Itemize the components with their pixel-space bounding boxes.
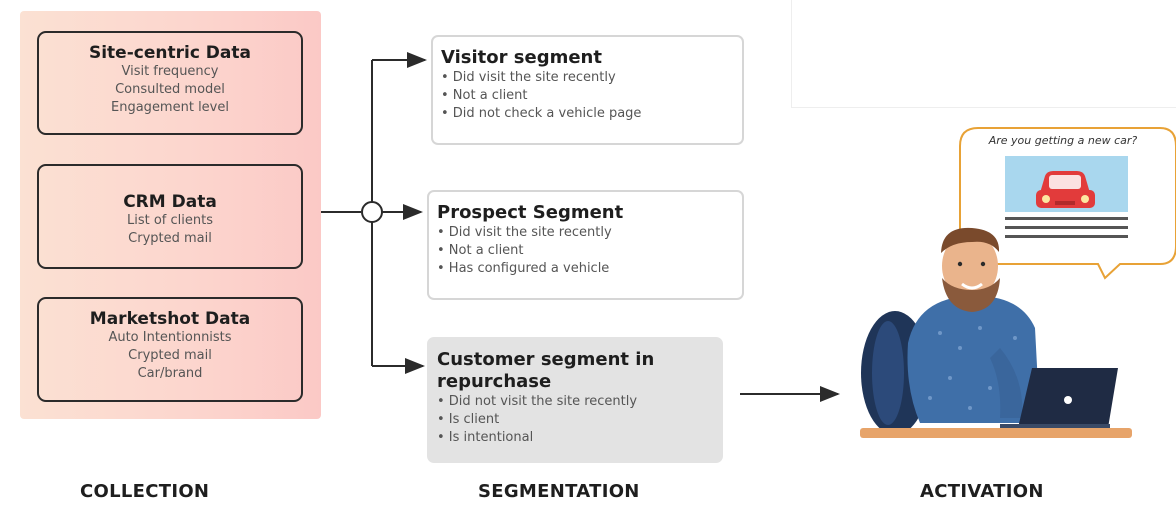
source-line: Auto Intentionnists — [108, 330, 232, 345]
segment-bullet: • Not a client — [437, 243, 524, 258]
segment-bullet: • Not a client — [441, 88, 528, 103]
laptop-icon — [1000, 368, 1118, 429]
segment-bullet: • Has configured a vehicle — [437, 261, 610, 276]
text-line — [1005, 217, 1128, 220]
source-line: Crypted mail — [128, 348, 212, 363]
segment-title: Prospect Segment — [437, 202, 624, 223]
customer-segment-box: Customer segment in repurchase • Did not… — [427, 337, 723, 463]
segment-bullet: • Did visit the site recently — [437, 225, 612, 240]
collection-heading: COLLECTION — [80, 481, 210, 502]
segment-bullet: • Did not check a vehicle page — [441, 106, 642, 121]
panel-divider — [791, 0, 792, 107]
source-line: Visit frequency — [121, 64, 219, 79]
beard — [942, 278, 1000, 312]
segment-title: repurchase — [437, 371, 552, 392]
collection-background — [20, 11, 321, 419]
source-title: Marketshot Data — [89, 309, 251, 329]
person-illustration — [860, 127, 1176, 438]
text-line — [1005, 226, 1128, 229]
hair — [941, 227, 1000, 253]
prospect-segment-box: Prospect Segment • Did visit the site re… — [427, 190, 744, 300]
activation-heading: ACTIVATION — [920, 481, 1044, 502]
segment-bullet: • Did not visit the site recently — [437, 394, 638, 409]
source-line: List of clients — [127, 213, 213, 228]
face — [942, 233, 998, 299]
panel-divider — [791, 107, 1176, 108]
source-title: CRM Data — [123, 192, 217, 212]
source-line: Crypted mail — [128, 231, 212, 246]
desk — [860, 428, 1132, 438]
marketshot-data-box: Marketshot Data Auto Intentionnists Cryp… — [37, 297, 303, 402]
site-centric-data-box: Site-centric Data Visit frequency Consul… — [37, 31, 303, 135]
source-line: Car/brand — [137, 366, 203, 381]
segment-bullet: • Is client — [437, 412, 500, 427]
segment-title: Customer segment in — [437, 349, 655, 370]
segmentation-heading: SEGMENTATION — [478, 481, 640, 502]
segment-bullet: • Did visit the site recently — [441, 70, 616, 85]
source-title: Site-centric Data — [88, 43, 251, 63]
segment-bullet: • Is intentional — [437, 430, 534, 445]
source-line: Consulted model — [115, 82, 225, 97]
bubble-text: Are you getting a new car? — [988, 134, 1138, 147]
source-line: Engagement level — [111, 100, 229, 115]
segment-title: Visitor segment — [441, 47, 602, 68]
car-icon — [1005, 156, 1128, 212]
crm-data-box: CRM Data List of clients Crypted mail — [37, 164, 303, 269]
junction-node — [361, 201, 383, 223]
visitor-segment-box: Visitor segment • Did visit the site rec… — [431, 35, 744, 145]
text-line — [1005, 235, 1128, 238]
